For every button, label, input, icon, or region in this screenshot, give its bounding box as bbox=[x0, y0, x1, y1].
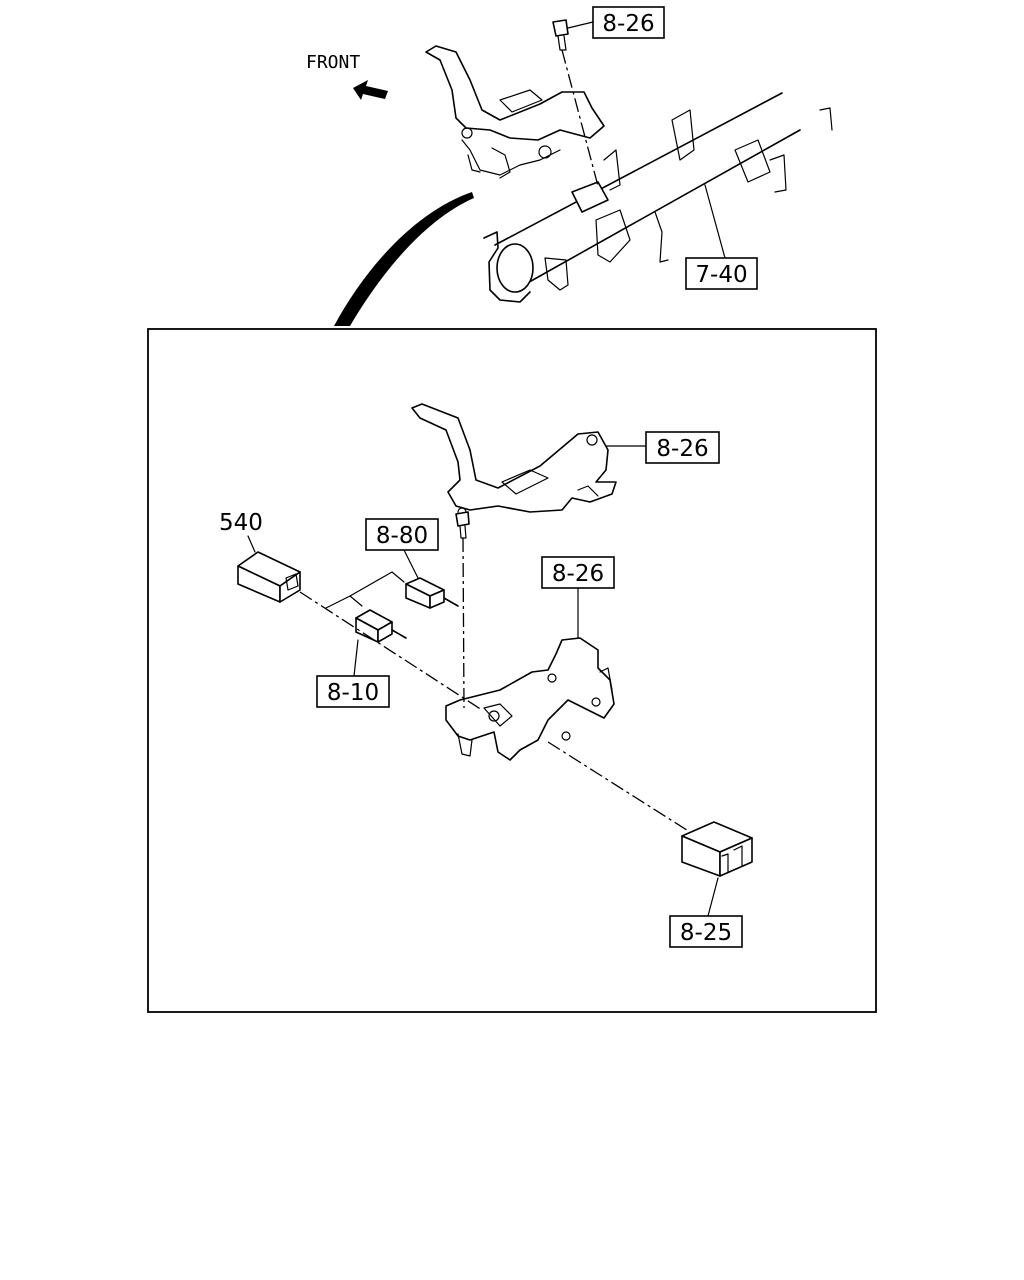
detail-arrow-icon bbox=[334, 192, 474, 326]
callout-unit-small: 8-25 bbox=[669, 877, 743, 948]
svg-text:7-40: 7-40 bbox=[695, 262, 747, 288]
label-540: 540 bbox=[219, 510, 263, 536]
detail-view: 8-26 8-26 bbox=[147, 328, 877, 1013]
unit-8-25 bbox=[681, 821, 753, 877]
bolt-top bbox=[552, 19, 569, 51]
callout-crossmember: 7-40 bbox=[685, 184, 758, 290]
callout-connector-a: 8-80 bbox=[365, 518, 439, 579]
callout-bracket-mid: 8-26 bbox=[541, 556, 615, 639]
overview-bracket bbox=[425, 45, 605, 179]
front-label: FRONT bbox=[306, 52, 360, 73]
callout-bracket-upper: 8-26 bbox=[605, 431, 720, 464]
svg-text:8-25: 8-25 bbox=[680, 920, 732, 946]
unit-540 bbox=[237, 551, 301, 603]
connector-8-10 bbox=[355, 609, 407, 643]
bolt-detail bbox=[455, 511, 470, 539]
detail-frame bbox=[147, 328, 877, 1013]
crossmember-tube bbox=[483, 92, 833, 303]
callout-connector-b: 8-10 bbox=[316, 639, 390, 708]
callout-bolt-top: 8-26 bbox=[567, 6, 665, 39]
svg-text:8-80: 8-80 bbox=[376, 523, 428, 549]
front-arrow-icon bbox=[353, 80, 388, 100]
mount-line bbox=[547, 741, 691, 833]
lower-bracket bbox=[445, 637, 615, 761]
connector-8-80 bbox=[405, 577, 459, 609]
overview-view: FRONT bbox=[306, 6, 833, 326]
harness-line bbox=[299, 591, 483, 711]
svg-text:8-10: 8-10 bbox=[327, 680, 379, 706]
svg-text:8-26: 8-26 bbox=[552, 561, 604, 587]
upper-bracket bbox=[411, 403, 617, 517]
svg-text:8-26: 8-26 bbox=[656, 436, 708, 462]
svg-text:8-26: 8-26 bbox=[602, 11, 654, 37]
